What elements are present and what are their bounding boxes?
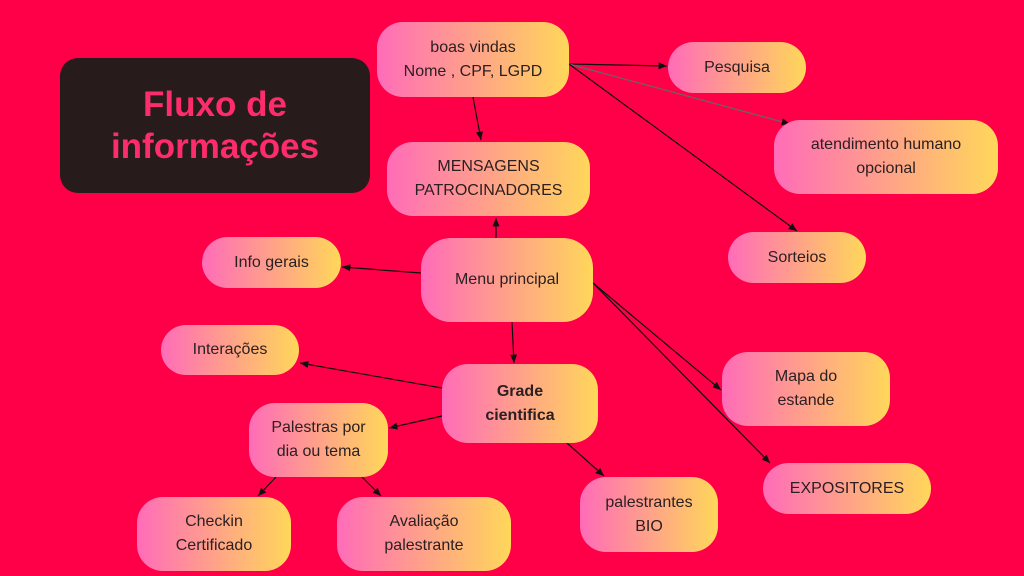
arrow (568, 62, 668, 70)
node-avaliacao: Avaliação palestrante (337, 497, 511, 571)
node-boas-vindas: boas vindas Nome , CPF, LGPD (377, 22, 569, 97)
arrow (566, 442, 605, 477)
diagram-title: Fluxo de informações (60, 58, 370, 193)
node-sorteios: Sorteios (728, 232, 866, 283)
node-pesquisa: Pesquisa (668, 42, 806, 93)
arrow (341, 264, 422, 274)
node-info-gerais: Info gerais (202, 237, 341, 288)
arrow (568, 63, 798, 232)
node-atendimento: atendimento humano opcional (774, 120, 998, 194)
arrow (388, 415, 443, 430)
node-interacoes: Interações (161, 325, 299, 375)
arrow (592, 282, 771, 464)
node-palestrantes-bio: palestrantes BIO (580, 477, 718, 552)
arrow (299, 360, 443, 389)
node-palestras: Palestras por dia ou tema (249, 403, 388, 477)
node-checkin: Checkin Certificado (137, 497, 291, 571)
node-mapa: Mapa do estande (722, 352, 890, 426)
arrow (257, 476, 277, 497)
arrow (592, 282, 722, 391)
arrow (509, 321, 518, 364)
node-grade-cientifica: Grade cientifica (442, 364, 598, 443)
arrow (472, 96, 484, 141)
node-expositores: EXPOSITORES (763, 463, 931, 514)
arrow (568, 63, 791, 126)
node-mensagens: MENSAGENS PATROCINADORES (387, 142, 590, 216)
node-menu-principal: Menu principal (421, 238, 593, 322)
arrow (361, 476, 382, 497)
